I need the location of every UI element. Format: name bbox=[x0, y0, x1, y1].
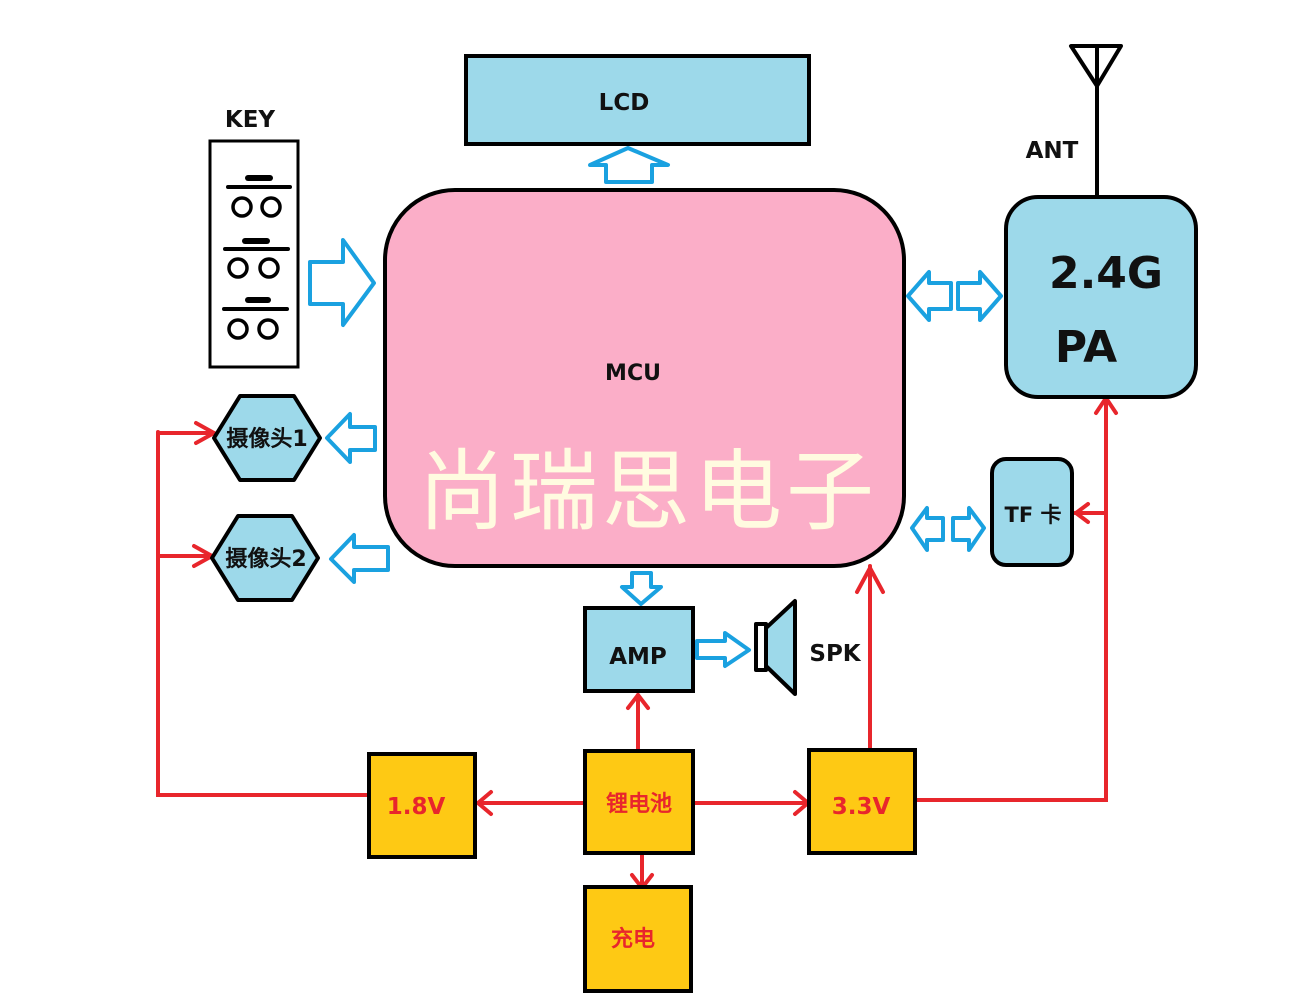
key-label: KEY bbox=[225, 107, 276, 133]
arrow-mcu-to-camera2 bbox=[329, 533, 390, 584]
mcu-label: MCU bbox=[605, 361, 661, 386]
arrow-mcu-to-lcd bbox=[588, 146, 670, 184]
key-switch-3 bbox=[222, 297, 289, 340]
pa-box bbox=[1004, 195, 1198, 399]
antenna bbox=[1069, 44, 1123, 198]
v33-box bbox=[807, 748, 917, 855]
key-box bbox=[208, 139, 300, 369]
arrowhead-1v8 bbox=[476, 790, 493, 816]
tf-label: TF 卡 bbox=[1005, 503, 1062, 527]
amp-box bbox=[583, 606, 695, 693]
arrow-mcu-to-amp bbox=[620, 571, 663, 606]
v18-box bbox=[367, 752, 477, 859]
arrowhead-camera1 bbox=[194, 421, 216, 445]
lcd-box bbox=[464, 54, 811, 146]
camera1-hexagon bbox=[212, 394, 322, 482]
v33-label: 3.3V bbox=[832, 794, 891, 820]
camera1-block: 摄像头1 bbox=[212, 394, 322, 482]
speaker-icon bbox=[754, 599, 797, 696]
amp-label: AMP bbox=[609, 644, 667, 670]
arrow-mcu-tf-bidirectional bbox=[910, 506, 986, 552]
ant-label: ANT bbox=[1026, 138, 1079, 164]
arrowhead-mcu bbox=[855, 566, 885, 594]
key-switch-2 bbox=[223, 238, 290, 279]
pa-label-pa: PA bbox=[1055, 322, 1117, 373]
power-line-3v3-pa bbox=[914, 396, 1108, 802]
amp-block: AMP bbox=[583, 606, 695, 693]
spk-label: SPK bbox=[809, 641, 861, 667]
arrow-amp-to-spk bbox=[695, 631, 751, 668]
pa-label-freq: 2.4G bbox=[1049, 248, 1163, 299]
watermark-text: 尚瑞思电子 bbox=[418, 440, 878, 543]
tf-card-block: TF 卡 bbox=[990, 457, 1074, 567]
battery-block: 锂电池 bbox=[583, 749, 695, 855]
power-line-1v8-bus bbox=[156, 430, 370, 797]
lcd-label: LCD bbox=[599, 90, 650, 116]
camera2-label: 摄像头2 bbox=[225, 546, 306, 572]
pa-block: 2.4G PA bbox=[1004, 195, 1198, 399]
key-switch-1 bbox=[226, 175, 292, 218]
camera2-block: 摄像头2 bbox=[210, 514, 320, 602]
mcu-block: MCU 尚瑞思电子 bbox=[383, 188, 906, 568]
arrow-mcu-pa-bidirectional bbox=[906, 270, 1003, 322]
charge-block: 充电 bbox=[583, 885, 693, 993]
arrowhead-tf bbox=[1074, 502, 1090, 524]
camera1-label: 摄像头1 bbox=[226, 426, 307, 452]
battery-box bbox=[583, 749, 695, 855]
tf-box bbox=[990, 457, 1074, 567]
battery-label: 锂电池 bbox=[606, 791, 672, 817]
power-lines bbox=[156, 396, 1108, 888]
camera2-hexagon bbox=[210, 514, 320, 602]
lcd-block: LCD bbox=[464, 54, 811, 146]
v33-block: 3.3V bbox=[807, 748, 917, 855]
mcu-box bbox=[383, 188, 906, 568]
charge-label: 充电 bbox=[611, 926, 655, 952]
arrowhead-amp bbox=[626, 693, 650, 710]
charge-box bbox=[583, 885, 693, 993]
arrow-key-to-mcu bbox=[308, 238, 376, 327]
key-block: KEY bbox=[208, 107, 300, 369]
v18-block: 1.8V bbox=[367, 752, 477, 859]
v18-label: 1.8V bbox=[387, 794, 446, 820]
arrow-mcu-to-camera1 bbox=[325, 412, 377, 464]
